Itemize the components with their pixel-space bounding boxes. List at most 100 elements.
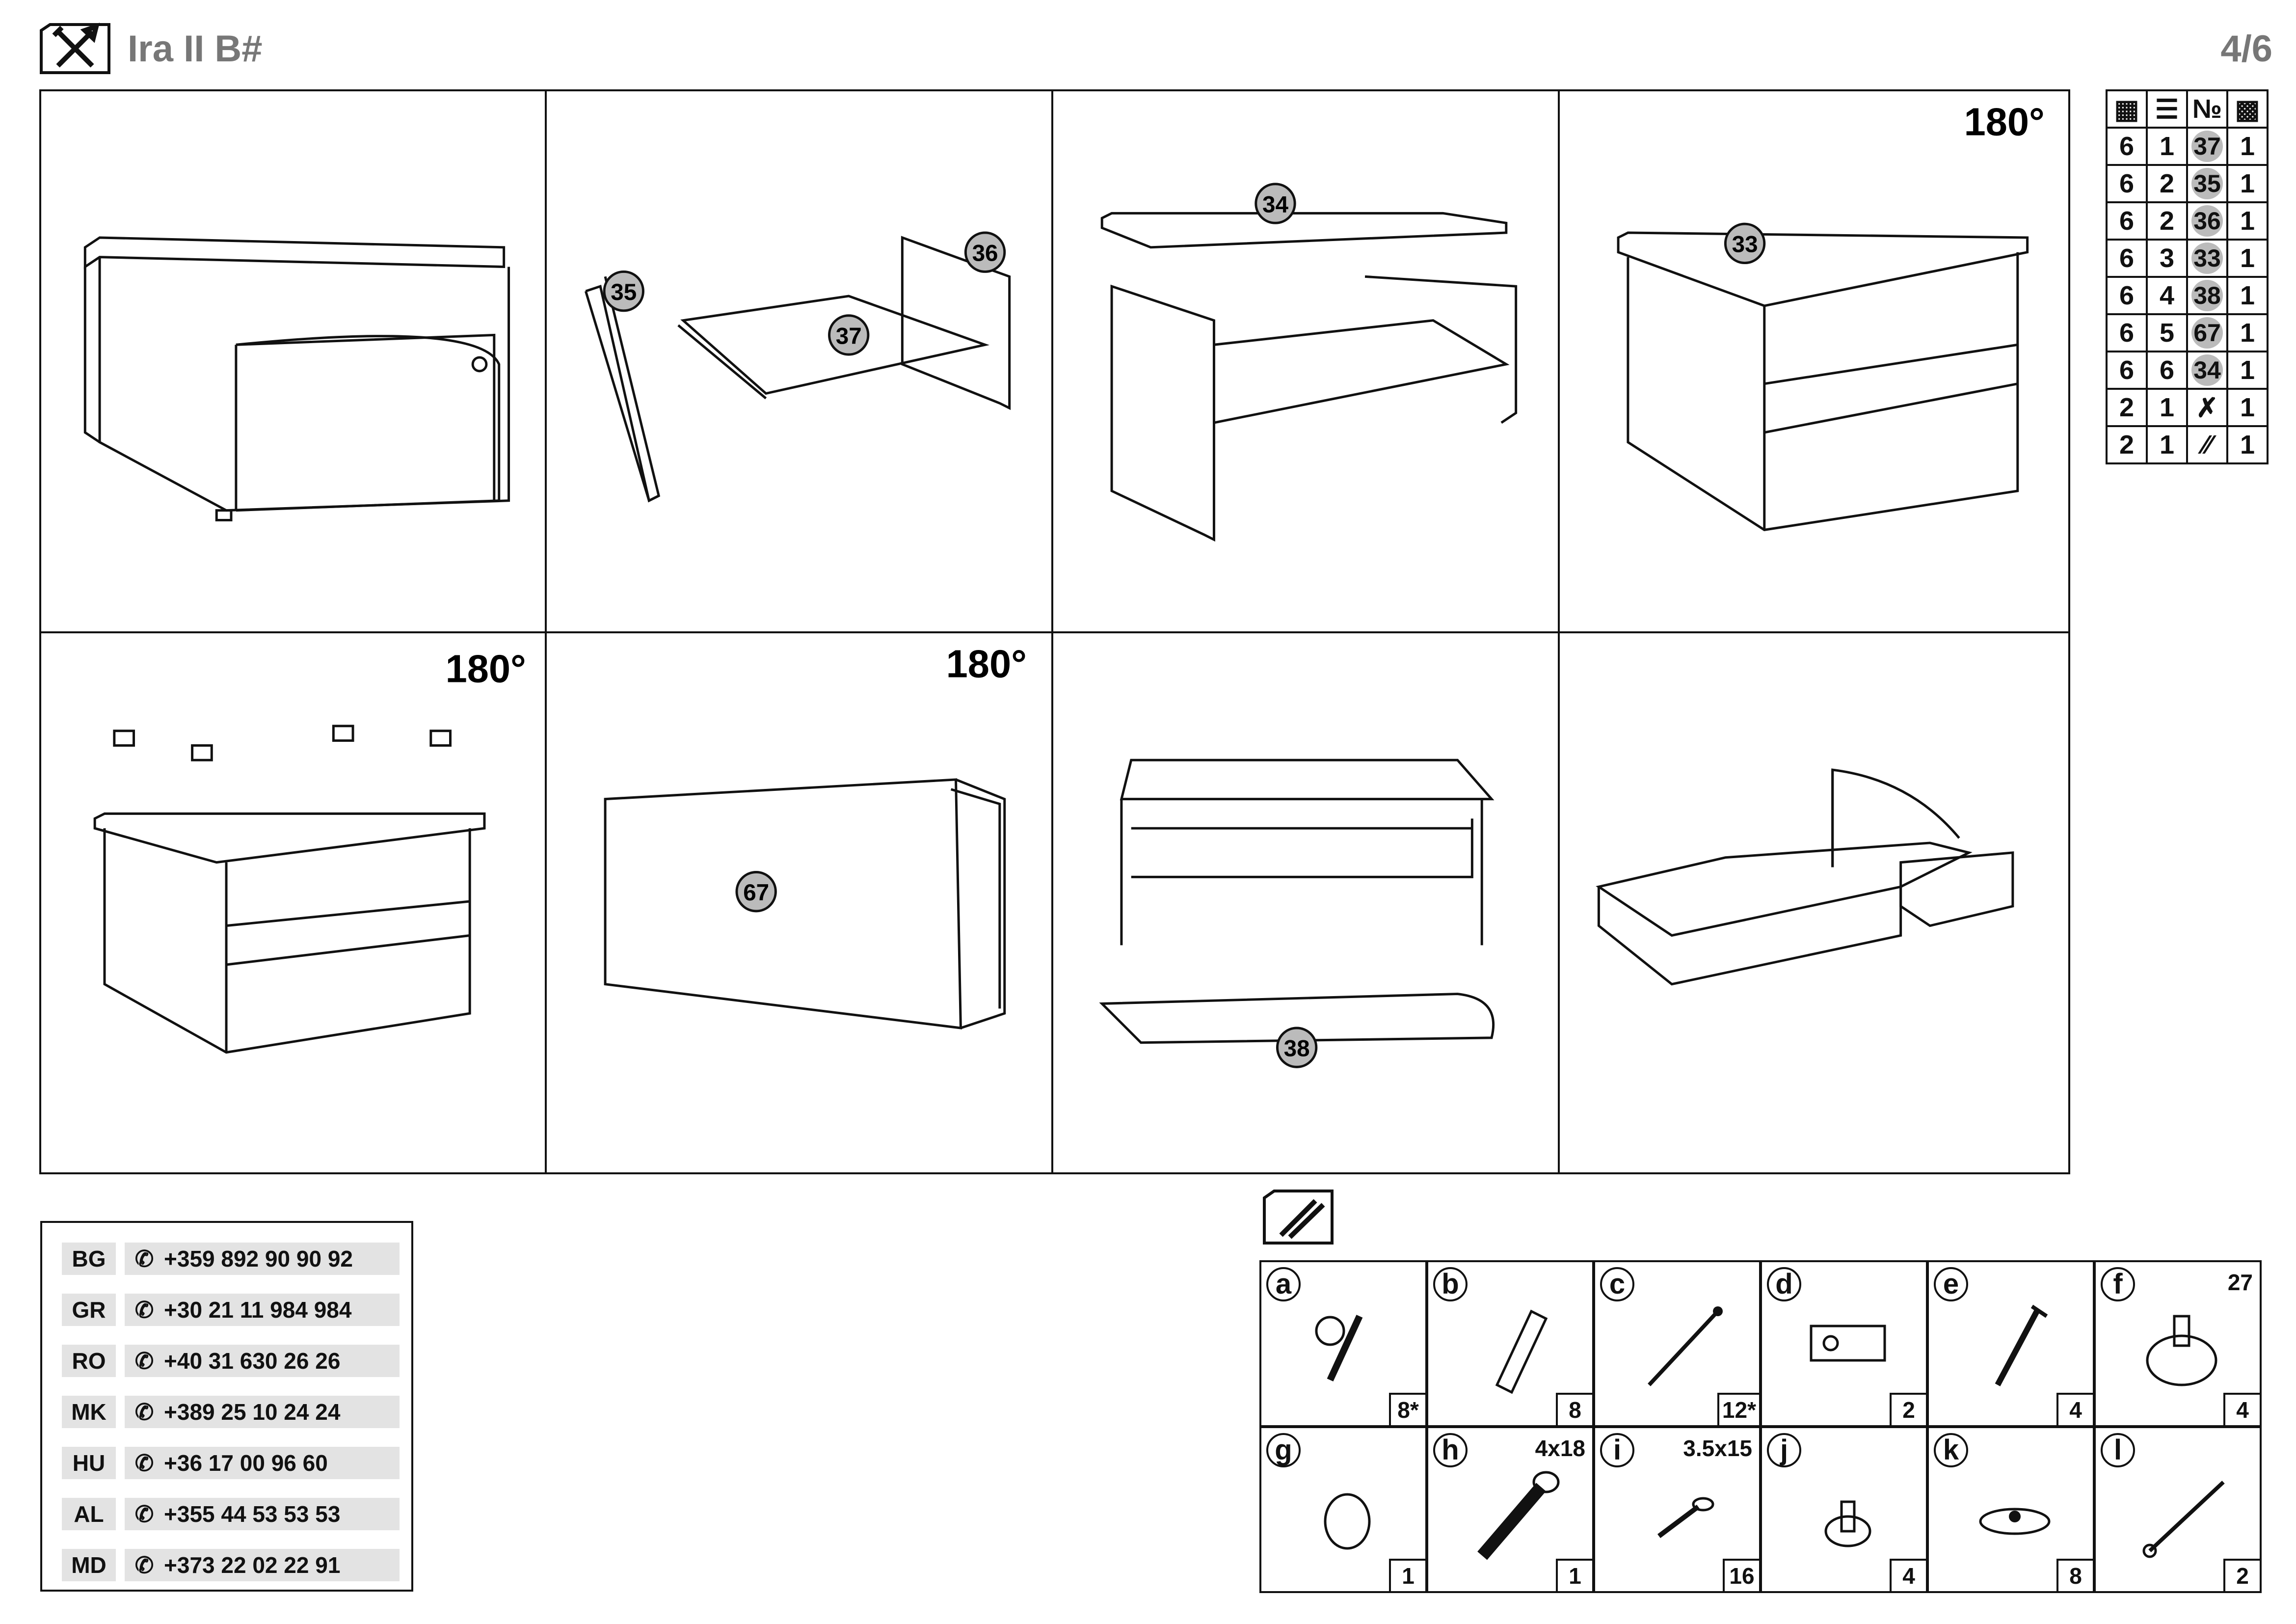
phone-icon: ✆ (134, 1246, 154, 1272)
hardware-h-icon (1477, 1471, 1560, 1560)
hardware-count: 1 (1556, 1559, 1592, 1591)
step-4-drawing: 33 180° (1617, 100, 2045, 531)
part-35-label: 35 (611, 279, 637, 305)
country-code: BG (62, 1243, 116, 1275)
hardware-letter: a (1266, 1267, 1301, 1301)
hardware-letter: i (1600, 1433, 1634, 1467)
hardware-letter: f (2101, 1267, 2135, 1301)
hardware-i-icon (1657, 1497, 1714, 1538)
part-67-label: 67 (743, 880, 769, 906)
part-33-label: 33 (1732, 232, 1758, 258)
support-phone-list: BG✆+359 892 90 90 92 GR✆+30 21 11 984 98… (40, 1221, 413, 1592)
hardware-a-icon (1315, 1315, 1363, 1381)
part-badge: 36 (2191, 205, 2223, 237)
page-number: 4/6 (2220, 28, 2272, 70)
hardware-k-icon (1979, 1508, 2051, 1535)
step-8-drawing (1596, 768, 2014, 986)
phone-icon: ✆ (134, 1501, 154, 1527)
step-7-door-hinges: 38 (1051, 631, 1560, 1174)
hardware-b-icon (1495, 1309, 1548, 1394)
country-code: RO (62, 1345, 116, 1377)
hardware-size: 4x18 (1535, 1435, 1585, 1461)
phone-number: +389 25 10 24 24 (164, 1399, 341, 1425)
part-36-label: 36 (972, 241, 998, 267)
step-3-drawing: 34 (1100, 183, 1518, 542)
hardware-item-i: i 3.5x15 16 (1593, 1426, 1761, 1593)
country-code: AL (62, 1498, 116, 1530)
country-code: MD (62, 1549, 116, 1581)
hardware-f-icon (2146, 1315, 2217, 1386)
assembly-steps-grid: 35 36 37 34 33 (39, 89, 2070, 1174)
phone-icon: ✆ (134, 1450, 154, 1476)
rotate-180-label: 180° (1964, 100, 2045, 144)
part-38-label: 38 (1284, 1036, 1310, 1062)
hardware-letter: l (2101, 1433, 2135, 1467)
column-number: № (2186, 89, 2228, 129)
hardware-j-icon (1824, 1500, 1871, 1547)
step-5-feet: 180° (39, 631, 547, 1174)
hardware-count: 1 (1389, 1559, 1425, 1591)
hardware-count: 4 (2223, 1393, 2260, 1425)
country-code: GR (62, 1294, 116, 1326)
hardware-e-icon (1995, 1304, 2048, 1386)
step-6-back-panel: 67 180° (545, 631, 1053, 1174)
tools-icon (38, 22, 112, 76)
hardware-count: 2 (1890, 1393, 1926, 1425)
rotate-180-label: 180° (946, 642, 1027, 686)
hardware-letter: g (1266, 1433, 1301, 1467)
step-finished-cabinet (39, 89, 547, 633)
hardware-letter: d (1767, 1267, 1801, 1301)
part-badge: 38 (2191, 280, 2223, 311)
part-badge: 37 (2191, 131, 2223, 162)
phone-number: +355 44 53 53 53 (164, 1501, 341, 1527)
hardware-d-icon (1810, 1325, 1886, 1362)
step-5-drawing: 180° (93, 647, 526, 1054)
country-code: MK (62, 1396, 116, 1428)
phone-icon: ✆ (134, 1297, 154, 1323)
part-badge: 35 (2191, 168, 2223, 199)
hardware-letter: j (1767, 1433, 1801, 1467)
phone-icon: ✆ (134, 1552, 154, 1578)
phone-icon: ✆ (134, 1399, 154, 1425)
hardware-count: 16 (1723, 1559, 1759, 1591)
hardware-count: 8* (1389, 1393, 1425, 1425)
phone-number: +373 22 02 22 91 (164, 1552, 341, 1578)
step-3-top-assembly: 34 (1051, 89, 1560, 633)
step-6-drawing: 67 180° (604, 642, 1027, 1029)
box-icon: ▦ (2106, 89, 2148, 129)
rails-icon: ∕∕ (2186, 425, 2228, 464)
country-code: HU (62, 1447, 116, 1479)
hardware-size: 3.5x15 (1683, 1435, 1752, 1461)
quantity-icon: ▩ (2226, 89, 2269, 129)
hardware-count: 8 (1556, 1393, 1592, 1425)
hardware-count: 8 (2056, 1559, 2093, 1591)
step-4-flip-top: 33 180° (1558, 89, 2070, 633)
part-37-label: 37 (836, 323, 862, 349)
cabinet-drawing (83, 236, 510, 521)
hardware-count: 4 (2056, 1393, 2093, 1425)
step-2-drawing: 35 36 37 (585, 231, 1011, 503)
phone-number: +40 31 630 26 26 (164, 1348, 341, 1374)
phone-icon: ✆ (134, 1348, 154, 1374)
hardware-item-a: a 8* (1259, 1260, 1427, 1427)
part-badge: 34 (2191, 354, 2223, 386)
hardware-l-icon (2142, 1481, 2225, 1558)
hardware-count: 4 (1890, 1559, 1926, 1591)
